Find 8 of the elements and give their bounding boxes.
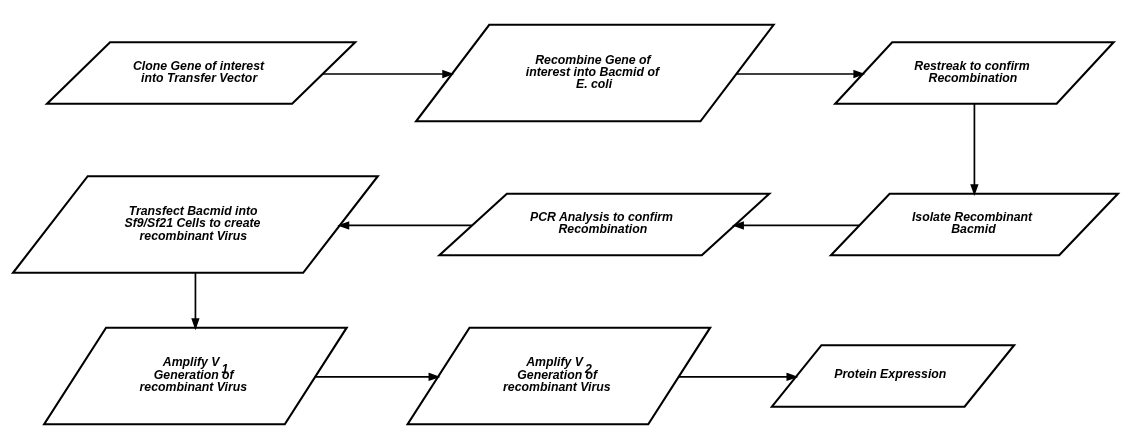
arrow: [735, 69, 866, 78]
arrow: [337, 220, 473, 230]
arrow: [678, 372, 799, 381]
arrow: [321, 69, 455, 78]
arrow: [731, 220, 860, 230]
arrow: [970, 102, 979, 196]
arrow: [191, 271, 200, 330]
arrow: [314, 372, 441, 381]
